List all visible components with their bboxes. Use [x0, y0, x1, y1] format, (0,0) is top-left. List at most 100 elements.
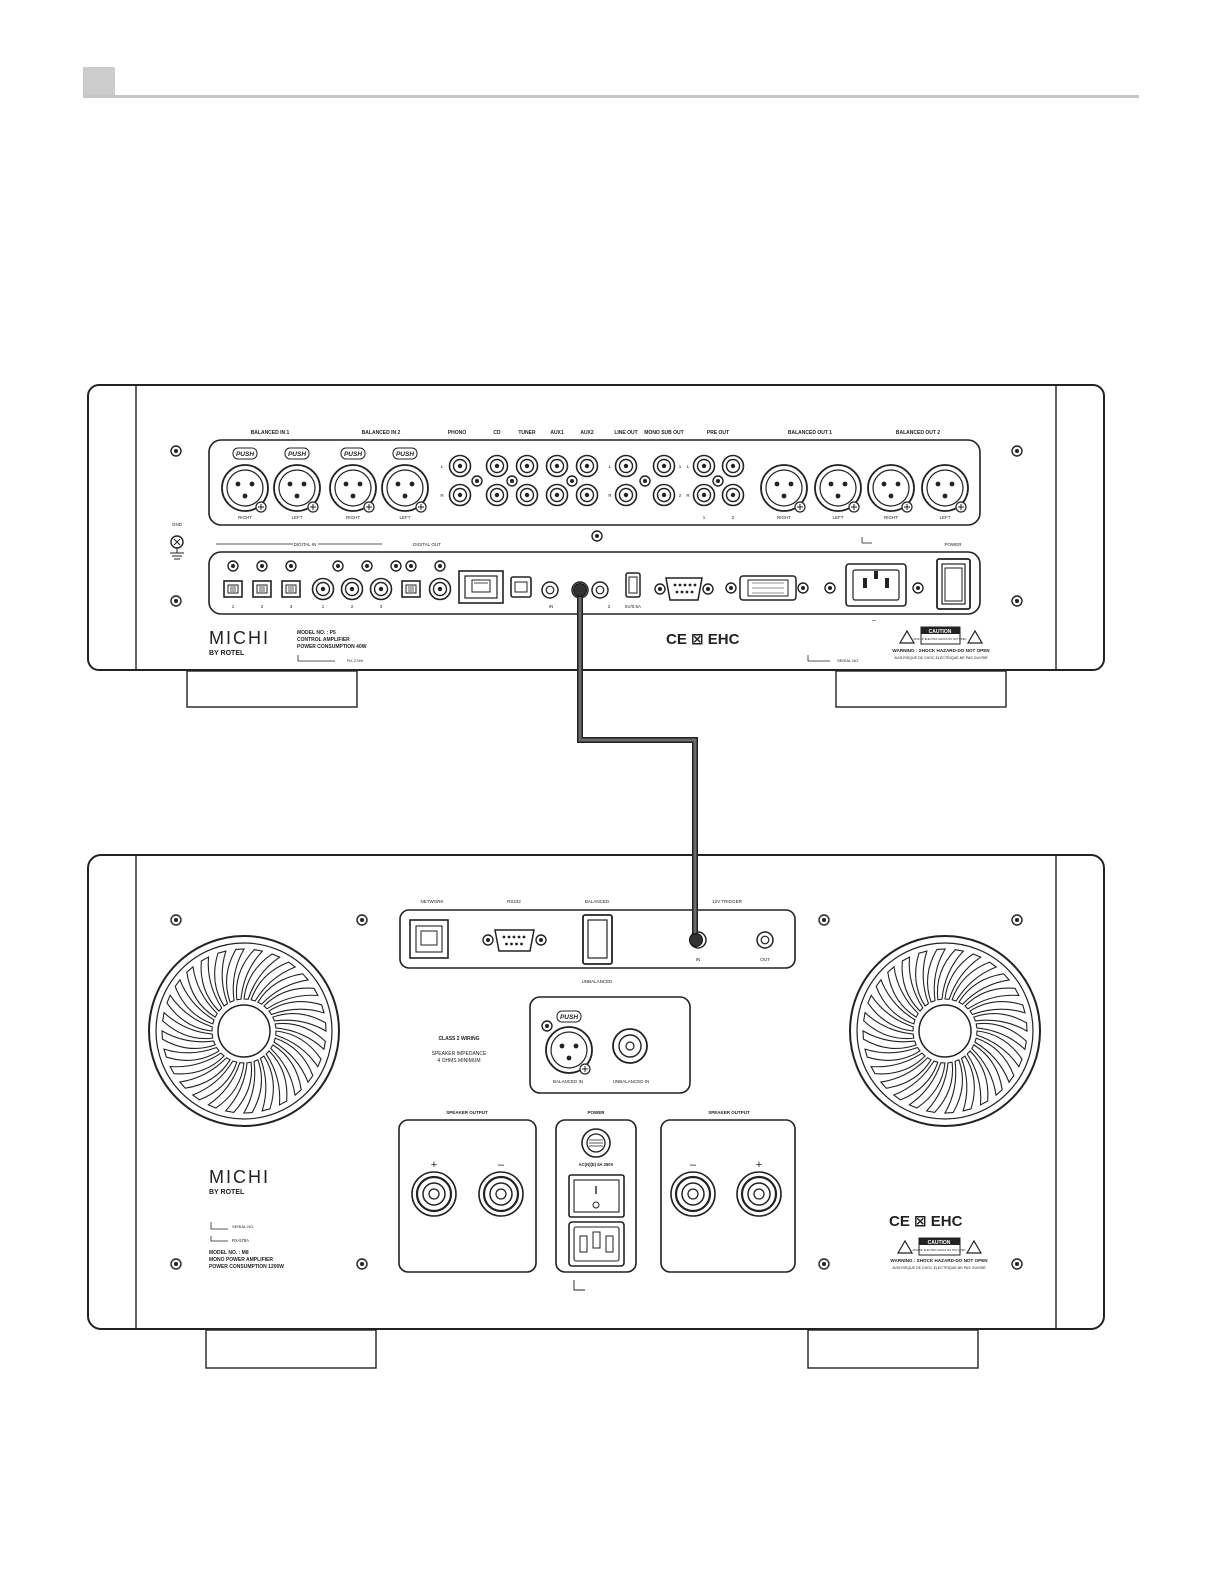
fan-slot	[162, 1011, 214, 1040]
m8-right-foot	[807, 1329, 979, 1369]
label-l: L	[441, 464, 444, 469]
p5-caution-label: CAUTION RISK OF ELECTRIC SHOCK DO NOT OP…	[892, 626, 990, 660]
fan-slot	[274, 1022, 326, 1051]
label-r: R	[686, 493, 690, 498]
fan-slot	[250, 961, 297, 1002]
fan-slot	[867, 994, 914, 1032]
rs232-port	[665, 577, 703, 601]
label-1: 1	[322, 604, 325, 609]
fan-slot	[166, 994, 213, 1032]
label-left: LEFT	[832, 515, 843, 520]
label-balanced: BALANCED	[585, 899, 610, 904]
svg-text:RISK OF ELECTRIC SHOCK DO NOT: RISK OF ELECTRIC SHOCK DO NOT OPEN	[913, 1248, 966, 1252]
label-in: IN	[549, 604, 554, 609]
push-tab: PUSH	[344, 451, 362, 458]
network-port	[458, 570, 504, 604]
fan-slot	[270, 1044, 302, 1097]
m8-caution-label: CAUTION RISK OF ELECTRIC SHOCK DO NOT OP…	[890, 1237, 988, 1270]
label-minus: –	[690, 1159, 697, 1171]
right-cooling-fan	[849, 935, 1041, 1127]
label-left: LEFT	[399, 515, 410, 520]
fan-slot	[257, 973, 310, 1005]
svg-text:MICHI: MICHI	[209, 1167, 270, 1187]
label-left: LEFT	[939, 515, 950, 520]
label-r: R	[608, 493, 612, 498]
section-header-rule	[83, 95, 1139, 98]
svg-text:MICHI: MICHI	[209, 628, 270, 648]
fan-slot	[915, 950, 930, 1007]
m8-trigger-out-jack	[756, 931, 774, 949]
fan-slot	[224, 1061, 253, 1113]
section-header-tab	[83, 67, 115, 98]
trigger-cable	[573, 583, 703, 947]
fan-slot	[163, 1046, 220, 1061]
p5-left-foot	[186, 670, 358, 708]
svg-text:RISK OF ELECTRIC SHOCK DO NOT: RISK OF ELECTRIC SHOCK DO NOT OPEN	[914, 637, 967, 641]
label-plus: +	[431, 1159, 437, 1171]
svg-text:AVIS:RISQUE DE CHOC ELECTRIQUE: AVIS:RISQUE DE CHOC ELECTRIQUE-NE PAS OU…	[894, 656, 988, 660]
fan-slot	[242, 1059, 263, 1114]
label-aux2: AUX2	[580, 430, 594, 436]
fan-slot	[958, 973, 1011, 1005]
fan-slot	[235, 949, 264, 1001]
ground-terminal: GND	[170, 522, 184, 560]
pc-usb-port	[510, 576, 532, 598]
m8-network-port	[409, 919, 449, 959]
label-r: R	[440, 493, 444, 498]
fan-slot	[207, 1062, 245, 1109]
label-plus: +	[756, 1159, 762, 1171]
speaker-output-panel-right	[660, 1119, 796, 1273]
p5-rca-inputs: L R L R 1 2 L R 1 2	[440, 454, 745, 520]
fan-slot	[966, 1050, 989, 1106]
label-balanced-in-1: BALANCED IN 1	[251, 430, 290, 436]
push-tab: PUSH	[236, 451, 254, 458]
label-right: RIGHT	[346, 515, 360, 520]
svg-text:SERIAL NO.: SERIAL NO.	[232, 1224, 254, 1229]
label-unbalanced: UNBALANCED	[582, 979, 614, 984]
push-tab: PUSH	[396, 451, 414, 458]
label-balanced-in-2: BALANCED IN 2	[362, 430, 401, 436]
p5-right-foot	[835, 670, 1007, 708]
fan-slot	[259, 1055, 274, 1112]
p5-balanced-inputs: PUSH PUSH PUSH PUSH RIGHT LEFT RIGHT LEF…	[221, 447, 429, 520]
svg-text:RX-578A: RX-578A	[232, 1238, 249, 1243]
p5-branding: MICHI BY ROTEL MODEL NO. : P5 CONTROL AM…	[209, 628, 859, 663]
svg-text:MODEL NO. : M8: MODEL NO. : M8	[209, 1250, 249, 1256]
p5-analog-panel	[208, 439, 981, 526]
label-fuse-rating: AC(N)(E) 5A 250V	[579, 1162, 614, 1167]
label-right: RIGHT	[238, 515, 252, 520]
m8-branding: MICHI BY ROTEL SERIAL NO. RX-578A MODEL …	[209, 1167, 963, 1270]
fan-slot	[974, 1037, 1015, 1084]
svg-text:CE ⊠ EHC: CE ⊠ EHC	[666, 631, 740, 648]
label-2: 2	[351, 604, 354, 609]
fan-slot	[901, 956, 924, 1012]
label-aux1: AUX1	[550, 430, 564, 436]
label-power: POWER	[944, 542, 962, 547]
label-4-ohms-minimum: 4 OHMS MINIMUM	[437, 1058, 480, 1064]
label-tuner: TUNER	[518, 430, 536, 436]
label-right: RIGHT	[884, 515, 898, 520]
fan-slot	[969, 1001, 1026, 1016]
fan-slot	[161, 1029, 216, 1050]
fan-slot	[944, 953, 982, 1000]
fan-slot	[975, 1022, 1027, 1051]
balanced-unbalanced-switch	[582, 914, 613, 965]
label-digital-out: DIGITAL OUT	[413, 542, 441, 547]
svg-text:RX-27##: RX-27##	[347, 658, 364, 663]
usb-port	[625, 572, 641, 598]
label-cd: CD	[493, 430, 501, 436]
fan-slot	[892, 1060, 939, 1101]
left-cooling-fan	[148, 935, 340, 1127]
fan-slot	[976, 1030, 1023, 1068]
power-inlet	[845, 563, 907, 607]
label-balanced-in: BALANCED IN	[553, 1079, 583, 1084]
fan-slot	[186, 965, 218, 1018]
svg-text:CONTROL AMPLIFIER: CONTROL AMPLIFIER	[297, 637, 350, 643]
label-2: 2	[261, 604, 264, 609]
fan-slot	[169, 1052, 225, 1075]
p5-balanced-outputs: RIGHT LEFT RIGHT LEFT	[760, 464, 969, 520]
fan-slot	[862, 1029, 917, 1050]
fan-slot	[864, 1046, 921, 1061]
fan-slot	[960, 1055, 975, 1112]
label-ac: ~	[872, 618, 876, 625]
